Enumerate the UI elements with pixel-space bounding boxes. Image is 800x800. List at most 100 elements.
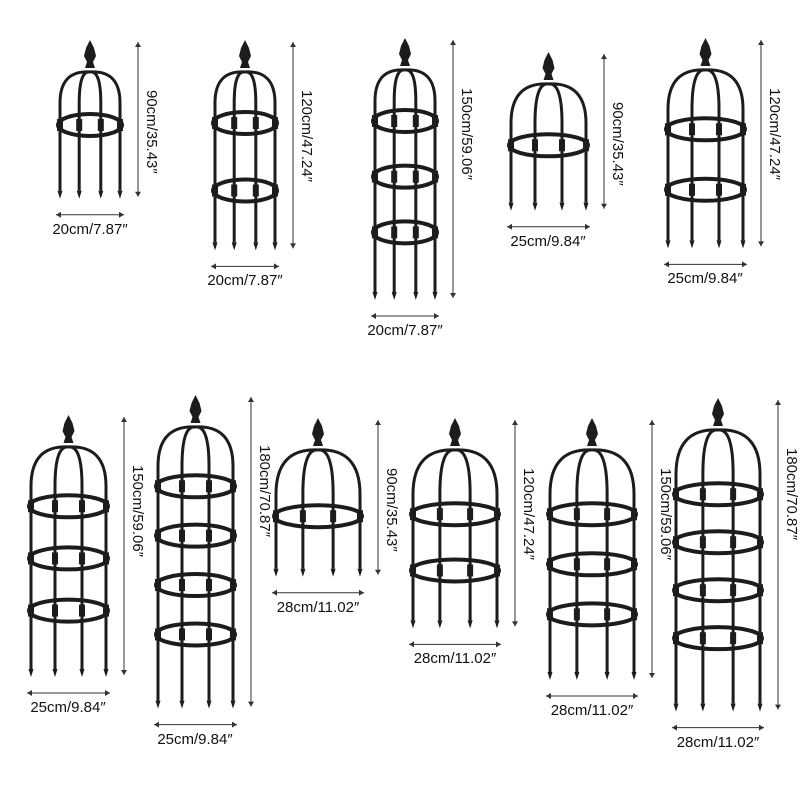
width-label: 20cm/7.87″: [207, 272, 283, 290]
trellis-ring: [211, 177, 279, 204]
trellis-obelisk-icon: [272, 418, 381, 596]
trellis-leg: [244, 70, 258, 243]
trellis-leg: [666, 68, 706, 241]
trellis-leg: [454, 448, 499, 621]
trellis-obelisk-icon: [211, 40, 296, 270]
trellis-ring: [409, 501, 501, 528]
width-label: 20cm/7.87″: [367, 322, 443, 339]
trellis-leg: [29, 445, 69, 669]
trellis-leg: [77, 70, 91, 191]
trellis-ring: [371, 108, 439, 134]
trellis-leg: [156, 425, 196, 701]
trellis-leg: [244, 70, 277, 243]
trellis-leg: [58, 70, 91, 191]
trellis-leg: [704, 68, 720, 241]
finial: [586, 418, 598, 446]
trellis-leg: [717, 428, 762, 704]
width-label: 25cm/9.84″: [510, 232, 586, 250]
finial: [84, 40, 97, 68]
finial: [542, 52, 555, 80]
trellis-ring: [153, 572, 237, 599]
width-label: 28cm/11.02″: [276, 598, 360, 616]
trellis-leg: [89, 70, 122, 191]
trellis-obelisk-icon: [56, 40, 141, 218]
trellis-obelisk-icon: [371, 38, 456, 319]
trellis-leg: [690, 68, 706, 241]
trellis-ring: [26, 545, 110, 572]
width-label: 25cm/9.84″: [667, 270, 743, 288]
finial: [312, 418, 325, 446]
trellis-obelisk-icon: [546, 418, 655, 699]
height-label: 120cm/47.24″: [765, 88, 783, 181]
trellis-obelisk-icon: [26, 415, 127, 696]
trellis-obelisk-icon: [672, 398, 781, 731]
width-label: 28cm/11.02″: [676, 733, 760, 751]
trellis-ring: [546, 551, 638, 578]
trellis-ring: [153, 522, 237, 549]
trellis-leg: [317, 448, 362, 569]
trellis-leg: [674, 428, 719, 704]
finial: [239, 40, 252, 68]
width-label: 28cm/11.02″: [413, 650, 497, 668]
trellis-ring: [153, 621, 237, 648]
trellis-ring: [546, 601, 638, 628]
finial: [699, 38, 712, 66]
trellis-ring: [663, 116, 747, 143]
trellis-leg: [53, 445, 69, 669]
trellis-leg: [704, 68, 744, 241]
width-label: 28cm/11.02″: [550, 702, 634, 719]
trellis-ring: [672, 481, 764, 508]
trellis-leg: [404, 68, 437, 292]
trellis-ring: [272, 503, 364, 530]
trellis-leg: [411, 448, 456, 621]
finial: [449, 418, 462, 446]
width-label: 25cm/9.84″: [157, 730, 233, 748]
trellis-leg: [274, 448, 319, 569]
trellis-ring: [672, 577, 764, 604]
trellis-leg: [89, 70, 103, 191]
trellis-ring: [26, 493, 110, 520]
trellis-leg: [533, 82, 549, 203]
finial: [189, 395, 202, 423]
trellis-leg: [67, 445, 107, 669]
trellis-leg: [548, 448, 593, 672]
trellis-leg: [454, 448, 472, 621]
trellis-obelisk-icon: [153, 395, 254, 728]
trellis-leg: [301, 448, 319, 569]
trellis-leg: [180, 425, 196, 701]
trellis-leg: [547, 82, 587, 203]
trellis-leg: [213, 70, 246, 243]
trellis-leg: [317, 448, 335, 569]
finial: [399, 38, 411, 66]
finial: [712, 398, 725, 426]
trellis-leg: [509, 82, 549, 203]
trellis-leg: [232, 70, 246, 243]
trellis-leg: [575, 448, 593, 672]
trellis-ring: [409, 557, 501, 584]
trellis-leg: [717, 428, 735, 704]
trellis-ring: [56, 111, 124, 138]
height-label: 180cm/70.87″: [783, 448, 800, 541]
trellis-ring: [211, 109, 279, 136]
height-label: 120cm/47.24″: [298, 90, 315, 183]
trellis-leg: [194, 425, 234, 701]
trellis-ring: [153, 473, 237, 500]
trellis-leg: [392, 68, 406, 292]
height-label: 90cm/35.43″: [143, 90, 160, 174]
trellis-leg: [701, 428, 719, 704]
trellis-ring: [26, 597, 110, 624]
trellis-leg: [194, 425, 210, 701]
trellis-ring: [371, 163, 439, 190]
trellis-ring: [672, 529, 764, 556]
trellis-leg: [438, 448, 456, 621]
finial: [62, 415, 74, 443]
trellis-obelisk-icon: [663, 38, 764, 268]
trellis-ring: [506, 132, 590, 159]
trellis-leg: [591, 448, 636, 672]
trellis-ring: [546, 501, 638, 528]
trellis-obelisk-icon: [409, 418, 518, 648]
trellis-ring: [371, 219, 439, 246]
width-label: 25cm/9.84″: [30, 699, 106, 716]
trellis-obelisk-icon: [506, 52, 607, 230]
